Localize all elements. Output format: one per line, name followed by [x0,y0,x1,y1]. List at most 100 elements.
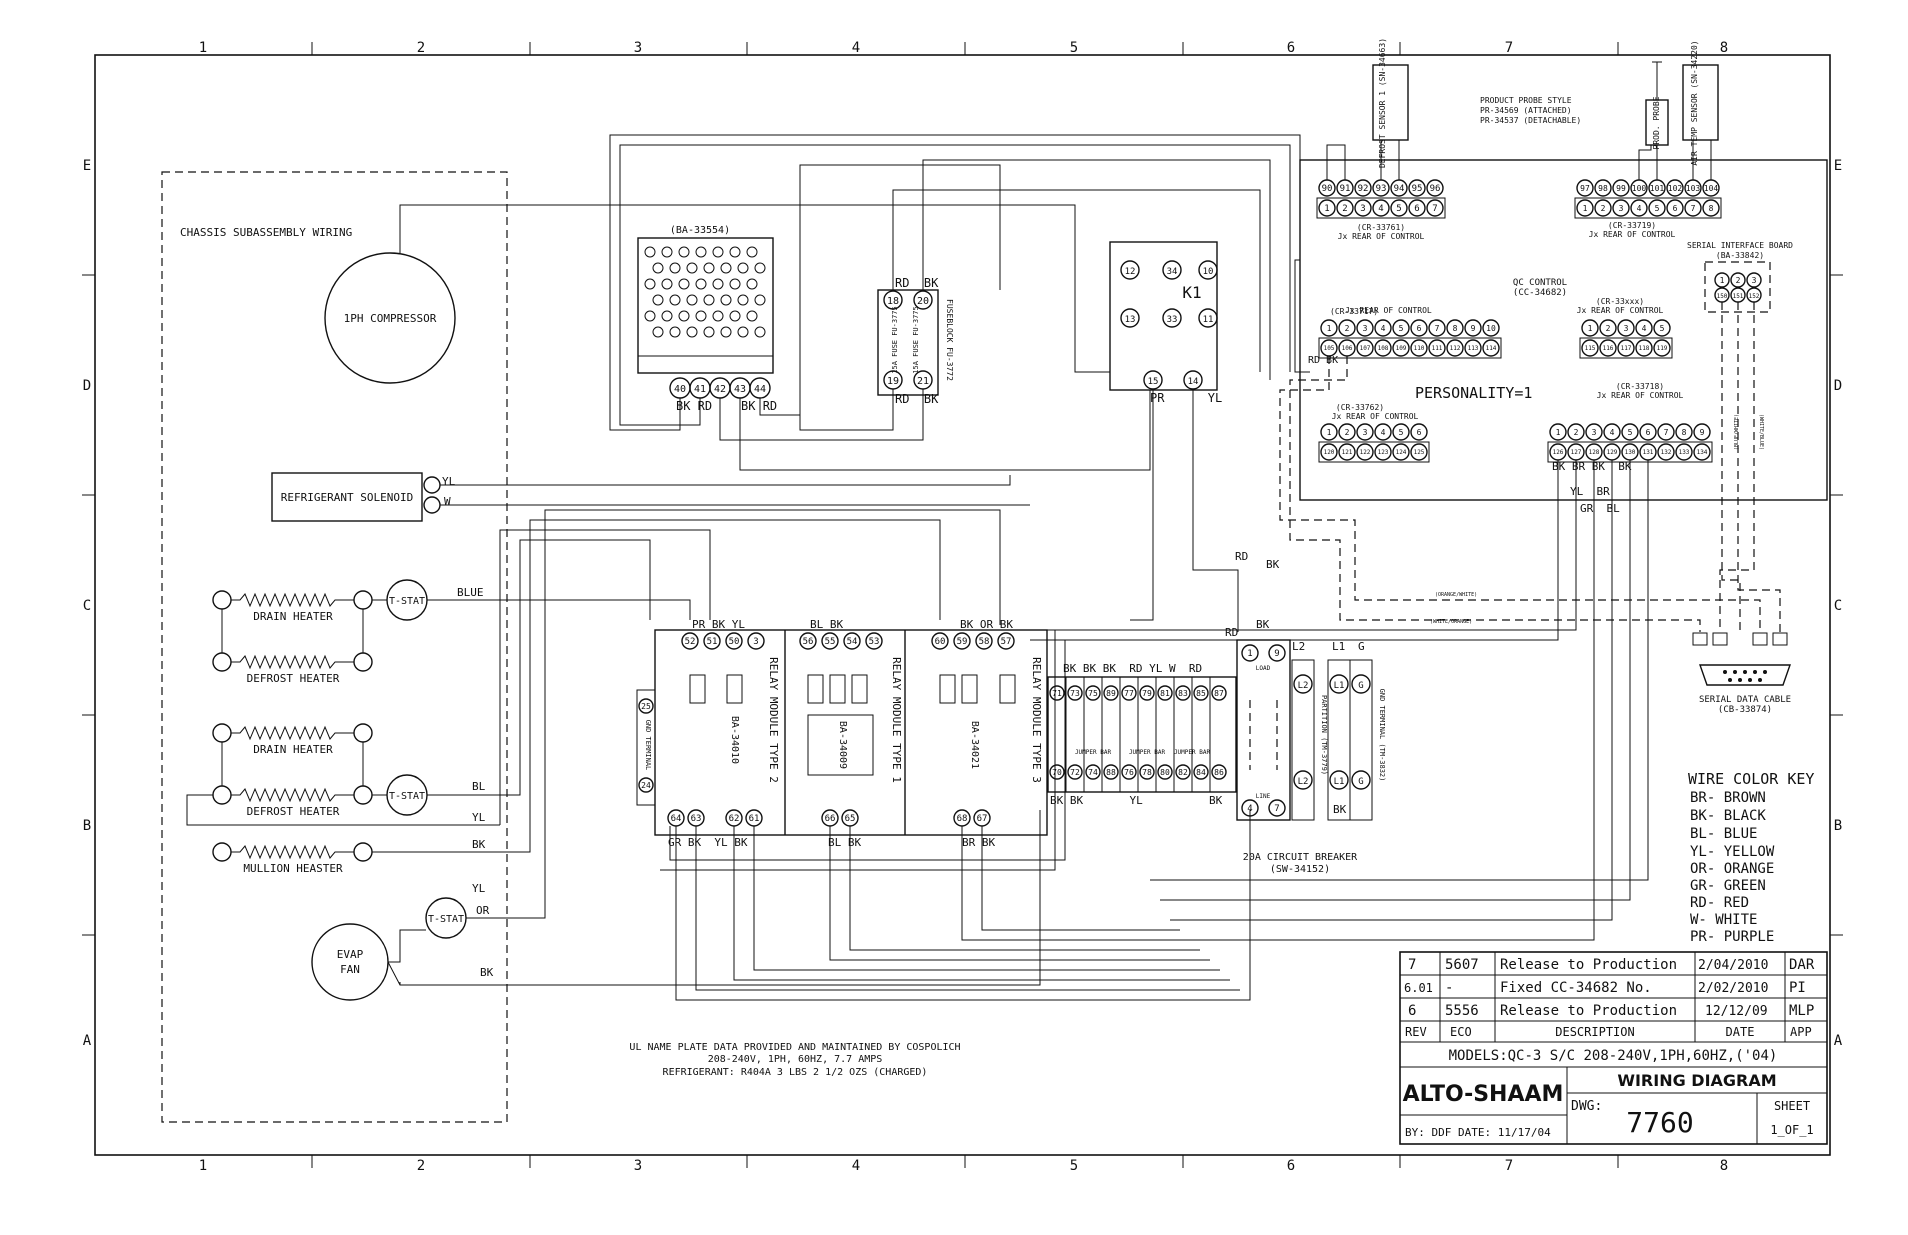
pin: 102 [1668,184,1683,193]
drain-heater-resistor [231,592,354,608]
terminal-number: L1 [1334,681,1345,691]
pin: 7 [1664,428,1669,437]
date-header: DATE [1726,1025,1755,1039]
title-block: 7 5607 Release to Production 2/04/2010 D… [1399,951,1828,1145]
pin: 6 [1417,324,1422,333]
terminal-number: 58 [979,637,990,647]
col-label: 3 [634,40,642,56]
connector-cr-33717: (CR-33717) Jx REAR OF CONTROL 1234567891… [1308,307,1502,366]
pin: 94 [1394,184,1405,194]
row-label: B [83,818,91,834]
rev-header: REV [1405,1025,1427,1039]
pin: 4 [1637,204,1642,213]
pin: 1 [1324,204,1329,214]
pin: 2 [1345,324,1350,333]
pin: 2 [1342,204,1347,214]
connector-label: (CR-33762) [1336,403,1384,412]
pin: 103 [1686,184,1701,193]
wire-label: OR [476,904,490,917]
pin: 4 [1610,428,1615,437]
col-label: 7 [1505,40,1513,56]
col-label: 2 [417,40,425,56]
terminal-number: G [1358,681,1363,691]
pin: 10 [1486,324,1496,333]
terminal-number: 52 [685,637,696,647]
pin: 90 [1322,184,1333,194]
pin: 3 [1619,204,1624,213]
rev-cell: 6.01 [1404,981,1433,995]
pin: 119 [1657,345,1668,352]
control-box [1299,159,1828,501]
terminal-number: 80 [1160,768,1170,777]
terminal-number: 24 [641,781,651,790]
serial-board-label: (BA-33842) [1716,251,1764,260]
company-logo: ALTO-SHAAM [1403,1082,1564,1107]
relay-module-label: RELAY MODULE TYPE 1 [890,657,903,783]
terminal-number: 82 [1178,768,1188,777]
pin: 3 [1363,324,1368,333]
pin: 129 [1607,449,1618,456]
vent-holes [644,246,766,338]
connector-label: (CR-33761) [1357,223,1405,232]
wire-color-note: (ORANGE/WHITE) [1435,592,1477,598]
power-supply-part: (BA-33554) [670,225,730,236]
pin: 7 [1432,204,1437,214]
wire-color-item: OR- ORANGE [1690,861,1774,877]
terminal-number: 11 [1203,315,1214,325]
terminal-number: 63 [691,814,702,824]
terminal-number: 19 [887,376,899,387]
gnd-terminal-label: GND TERMINAL [644,720,652,771]
terminal-number: 59 [957,637,968,647]
partition-label: PARTITION (TM-3779) [1320,695,1328,775]
desc-cell: Fixed CC-34682 No. [1500,980,1652,996]
terminal-number: 72 [1070,768,1080,777]
row-label: C [1834,598,1842,614]
terminal-number: 41 [694,384,706,395]
circuit-breaker: RD BK RD BK 1 9 4 7 LOAD LINE 20A CIRCUI… [1225,550,1365,875]
desc-cell: Release to Production [1500,957,1677,973]
pin: 99 [1616,184,1626,193]
wire-label: BK [472,838,486,851]
terminal-number: 61 [749,814,760,824]
relay-module-label: RELAY MODULE TYPE 2 [767,657,780,783]
connector-label: (CR-33718) [1616,382,1664,391]
wire-color-item: W- WHITE [1690,912,1757,928]
pin: 150 [1717,293,1728,300]
pin: 9 [1471,324,1476,333]
prod-probe-label: PROD. PROBE [1652,96,1661,149]
qc-control-label: QC CONTROL [1513,278,1567,288]
wire-color-item: BK- BLACK [1690,808,1766,824]
wire-label: GR BL [1580,502,1620,515]
relay-modules: 52 51 50 3 PR BK YL BA-34010 RELAY MODUL… [636,618,1048,849]
app-header: APP [1790,1025,1812,1039]
terminal-number: 60 [935,637,946,647]
col-label: 4 [852,40,860,56]
col-label: 8 [1720,1158,1728,1174]
row-label: E [83,158,91,174]
pin: 124 [1396,449,1407,456]
pin: 4 [1381,428,1386,437]
wire-label: YL [442,475,456,488]
wire-label: RD [1225,626,1238,639]
pin: 116 [1603,345,1614,352]
terminal-number: 81 [1160,689,1170,698]
wire-label: GR BK YL BK [668,836,748,849]
ul-note: UL NAME PLATE DATA PROVIDED AND MAINTAIN… [629,1042,960,1078]
pin: 6 [1646,428,1651,437]
wire-label: BL [472,780,486,793]
terminal-number: 54 [847,637,858,647]
pin: 5 [1628,428,1633,437]
terminal-number: 13 [1125,315,1136,325]
sheet-label: SHEET [1774,1099,1810,1113]
col-label: 6 [1287,1158,1295,1174]
wire-label: BL BK [828,836,861,849]
pin: 2 [1736,276,1741,285]
pin: 3 [1592,428,1597,437]
wire-label: BK BR BK BK [1552,460,1632,473]
pin: 95 [1412,184,1423,194]
terminal-number: 75 [1088,689,1098,698]
pin: 7 [1435,324,1440,333]
col-label: 7 [1505,1158,1513,1174]
wire-label: BK BK YL BK [1050,794,1223,807]
terminal-number: 42 [714,384,726,395]
